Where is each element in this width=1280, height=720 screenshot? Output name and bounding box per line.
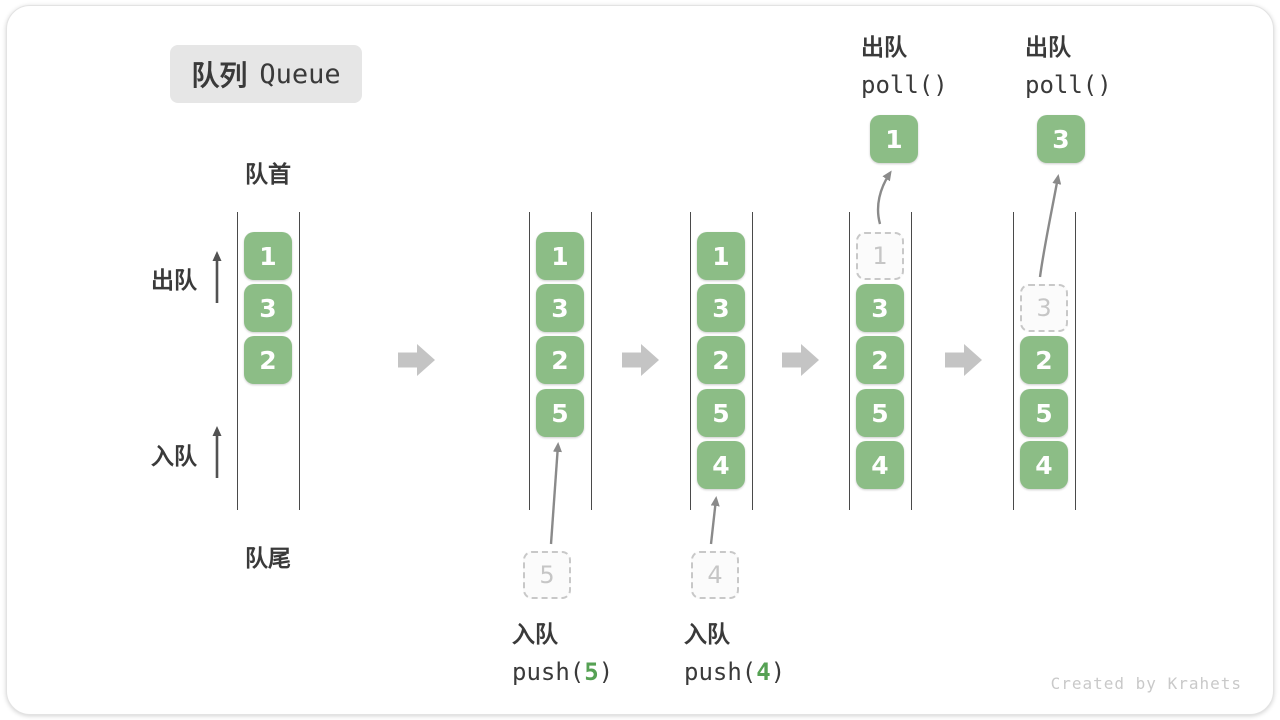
dequeued-ghost-slot: 3 [1020, 284, 1068, 332]
queue-rear-label: 队尾 [245, 546, 291, 572]
queue-item: 3 [536, 284, 584, 332]
queue-front-label: 队首 [245, 162, 291, 188]
queue-channel [1013, 212, 1076, 510]
queue-item-value: 3 [1036, 294, 1052, 322]
operation-name: 出队 [861, 35, 907, 61]
polled-item-value: 3 [1052, 124, 1070, 154]
code-fn: push( [512, 658, 585, 686]
queue-item: 3 [697, 284, 745, 332]
queue-item-value: 1 [259, 241, 277, 271]
code-fn: poll() [861, 71, 948, 99]
queue-channel [237, 212, 300, 510]
queue-item: 5 [1020, 389, 1068, 437]
operation-name: 入队 [512, 622, 558, 648]
queue-item-value: 4 [712, 450, 730, 480]
code-close: ) [598, 658, 614, 686]
code-arg: 4 [756, 658, 771, 686]
operation-code: poll() [861, 71, 948, 99]
queue-item: 5 [697, 389, 745, 437]
operation-code: push(4) [684, 658, 785, 686]
dequeue-operation-label: 出队 poll() [861, 28, 948, 99]
queue-item-value: 1 [712, 241, 730, 271]
queue-channel [849, 212, 912, 510]
pending-enqueue-item: 5 [523, 551, 571, 599]
queue-item-value: 2 [551, 345, 569, 375]
queue-item: 2 [244, 336, 292, 384]
queue-item: 4 [697, 441, 745, 489]
enqueue-operation-label: 入队 push(4) [684, 615, 785, 686]
queue-item-value: 2 [712, 345, 730, 375]
operation-name: 出队 [1025, 35, 1071, 61]
queue-item-value: 2 [1035, 345, 1053, 375]
dequeued-ghost-slot: 1 [856, 232, 904, 280]
code-arg: 5 [584, 658, 599, 686]
queue-item: 1 [697, 232, 745, 280]
queue-item-value: 5 [1035, 398, 1053, 428]
queue-item-value: 2 [871, 345, 889, 375]
queue-item: 2 [1020, 336, 1068, 384]
queue-item-value: 4 [1035, 450, 1053, 480]
dequeue-side-label: 出队 [151, 268, 197, 294]
queue-item-value: 5 [712, 398, 730, 428]
pending-item-value: 4 [707, 561, 723, 589]
queue-item-value: 5 [551, 398, 569, 428]
queue-item-value: 2 [259, 345, 277, 375]
queue-item-value: 3 [551, 293, 569, 323]
polled-item: 3 [1037, 115, 1085, 163]
queue-item-value: 4 [871, 450, 889, 480]
title-en: Queue [259, 58, 341, 90]
queue-item: 4 [856, 441, 904, 489]
queue-item: 2 [697, 336, 745, 384]
queue-item: 1 [244, 232, 292, 280]
queue-channel [529, 212, 592, 510]
queue-item: 2 [536, 336, 584, 384]
enqueue-operation-label: 入队 push(5) [512, 615, 613, 686]
queue-item-value: 1 [872, 242, 888, 270]
watermark: Created by Krahets [1050, 674, 1242, 693]
queue-item: 5 [536, 389, 584, 437]
operation-name: 入队 [684, 622, 730, 648]
pending-enqueue-item: 4 [691, 551, 739, 599]
dequeue-operation-label: 出队 poll() [1025, 28, 1112, 99]
queue-item-value: 3 [259, 293, 277, 323]
queue-item: 3 [856, 284, 904, 332]
code-fn: push( [684, 658, 757, 686]
queue-item-value: 3 [712, 293, 730, 323]
queue-channel [690, 212, 753, 510]
pending-item-value: 5 [539, 561, 555, 589]
queue-item: 2 [856, 336, 904, 384]
queue-item-value: 1 [551, 241, 569, 271]
code-close: ) [770, 658, 786, 686]
enqueue-side-label: 入队 [151, 444, 197, 470]
queue-item: 4 [1020, 441, 1068, 489]
queue-item-value: 3 [871, 293, 889, 323]
title-zh: 队列 [191, 59, 248, 92]
queue-item: 1 [536, 232, 584, 280]
operation-code: poll() [1025, 71, 1112, 99]
queue-item-value: 5 [871, 398, 889, 428]
queue-item: 3 [244, 284, 292, 332]
title-badge: 队列 Queue [170, 45, 362, 103]
polled-item: 1 [870, 115, 918, 163]
operation-code: push(5) [512, 658, 613, 686]
polled-item-value: 1 [885, 124, 903, 154]
code-fn: poll() [1025, 71, 1112, 99]
queue-item: 5 [856, 389, 904, 437]
